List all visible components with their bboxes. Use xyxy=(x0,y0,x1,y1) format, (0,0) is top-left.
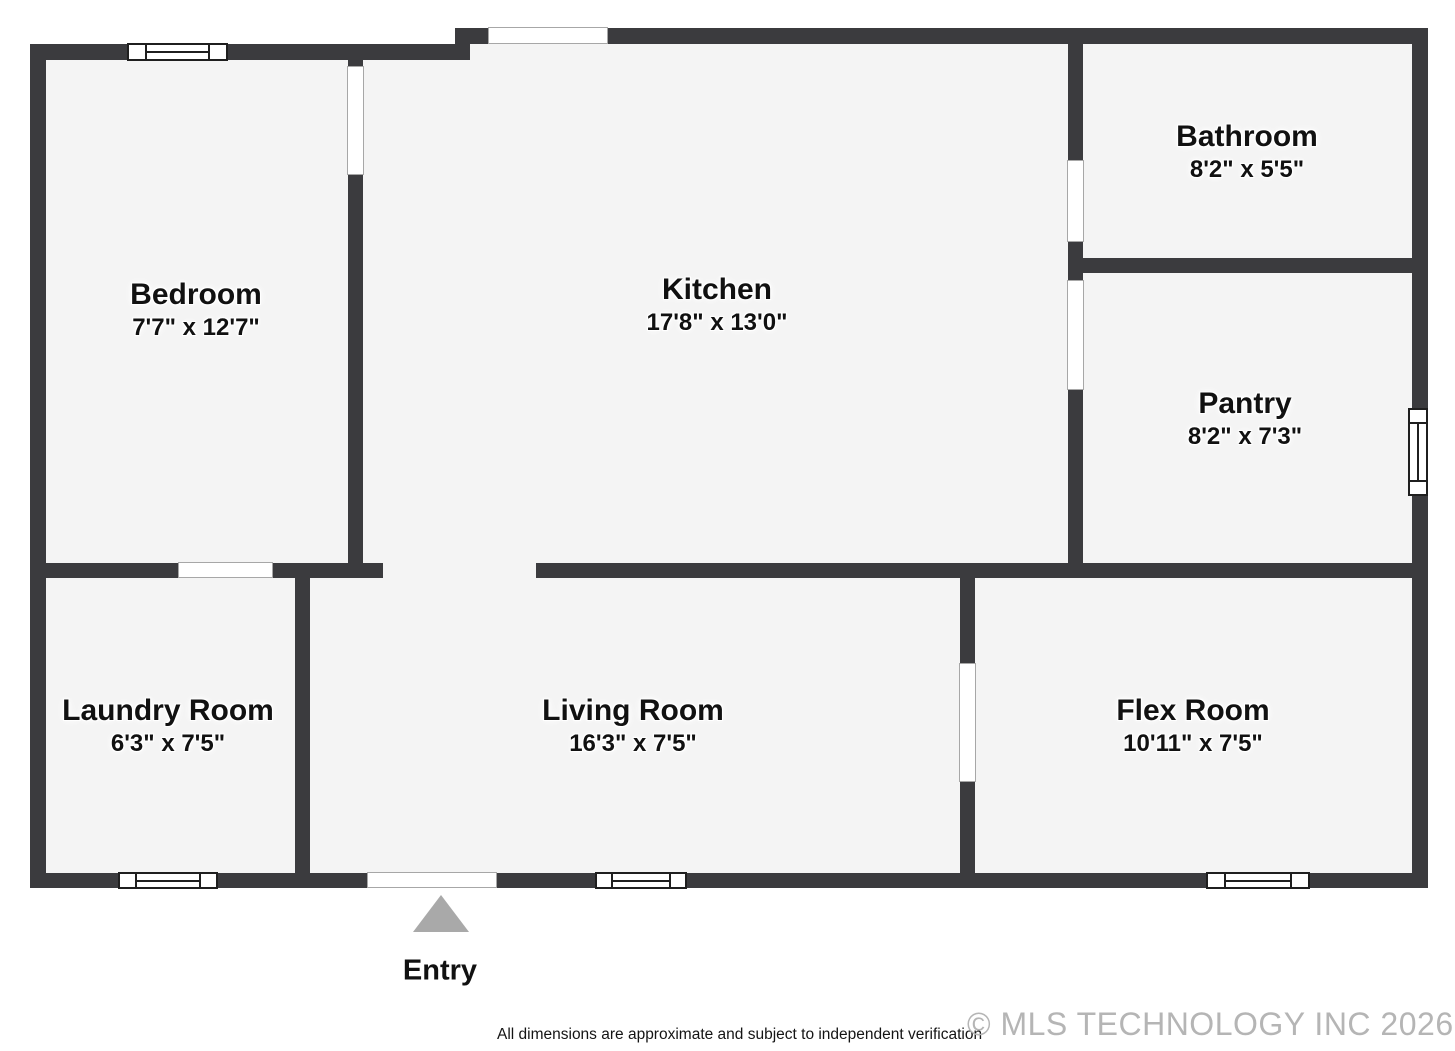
room-name: Flex Room xyxy=(1116,693,1270,727)
room-dims: 10'11" x 7'5" xyxy=(1123,729,1263,757)
door-opening-pantry xyxy=(1067,280,1084,390)
room-label-pantry: Pantry 8'2" x 7'3" xyxy=(1188,387,1302,452)
wall-bedroom-kitchen xyxy=(348,173,363,578)
window-pantry-right xyxy=(1408,408,1428,496)
room-dims: 8'2" x 7'3" xyxy=(1187,422,1303,450)
window-sash-line xyxy=(1224,879,1292,882)
room-dims: 17'8" x 13'0" xyxy=(646,308,788,336)
window-bedroom-top xyxy=(127,43,228,61)
copyright-text: © MLS TECHNOLOGY INC 2026 xyxy=(967,1006,1454,1042)
room-name: Bedroom xyxy=(130,277,262,311)
entry-label: Entry xyxy=(402,954,478,987)
room-name: Kitchen xyxy=(661,272,773,306)
wall-bathroom-pantry xyxy=(1068,258,1428,273)
wall-living-flex-bottom xyxy=(960,782,975,873)
room-label-flex-room: Flex Room 10'11" x 7'5" xyxy=(1116,694,1269,759)
door-opening-flex-room xyxy=(959,663,976,782)
window-living-bottom xyxy=(595,872,687,889)
wall-kitchen-bottom xyxy=(536,563,1428,578)
floor-area-left xyxy=(30,44,470,888)
room-name: Living Room xyxy=(542,693,724,727)
door-opening-bathroom xyxy=(1067,160,1084,242)
window-sash-line xyxy=(135,879,201,882)
room-name: Bathroom xyxy=(1176,119,1318,153)
window-sash-line xyxy=(611,879,671,882)
room-label-kitchen: Kitchen 17'8" x 13'0" xyxy=(647,273,788,338)
wall-kitchen-bathroom xyxy=(1068,44,1083,160)
disclaimer-text: All dimensions are approximate and subje… xyxy=(497,1026,983,1043)
room-dims: 16'3" x 7'5" xyxy=(569,729,697,757)
room-label-bedroom: Bedroom 7'7" x 12'7" xyxy=(130,278,262,343)
window-flex-bottom xyxy=(1206,872,1310,889)
room-dims: 8'2" x 5'5" xyxy=(1189,155,1305,183)
entry-door-opening xyxy=(367,872,497,888)
wall-kitchen-pantry xyxy=(1068,390,1083,578)
wall-exterior-left xyxy=(30,44,46,888)
room-label-bathroom: Bathroom 8'2" x 5'5" xyxy=(1176,120,1318,185)
window-sash-line xyxy=(144,51,211,53)
kitchen-top-opening xyxy=(488,27,608,44)
wall-exterior-top-left xyxy=(30,44,470,60)
wall-bedroom-laundry-left xyxy=(30,563,178,578)
wall-living-flex-top xyxy=(960,578,975,663)
door-opening-bedroom-hall xyxy=(178,562,273,578)
entry-arrow-icon xyxy=(413,895,469,932)
room-name: Pantry xyxy=(1198,386,1292,420)
room-label-living-room: Living Room 16'3" x 7'5" xyxy=(542,694,724,759)
room-name: Laundry Room xyxy=(62,693,274,727)
wall-exterior-top-right xyxy=(455,28,1428,44)
door-opening-bedroom xyxy=(347,66,364,175)
window-sash-line xyxy=(1417,421,1419,483)
wall-laundry-right xyxy=(295,578,310,873)
room-dims: 7'7" x 12'7" xyxy=(132,313,260,341)
wall-bedroom-kitchen-stub xyxy=(348,60,363,70)
floor-area-right xyxy=(455,28,1428,888)
room-label-laundry-room: Laundry Room 6'3" x 7'5" xyxy=(62,694,274,759)
window-laundry-bottom xyxy=(118,872,218,889)
room-dims: 6'3" x 7'5" xyxy=(110,729,226,757)
wall-bedroom-laundry-right xyxy=(273,563,383,578)
